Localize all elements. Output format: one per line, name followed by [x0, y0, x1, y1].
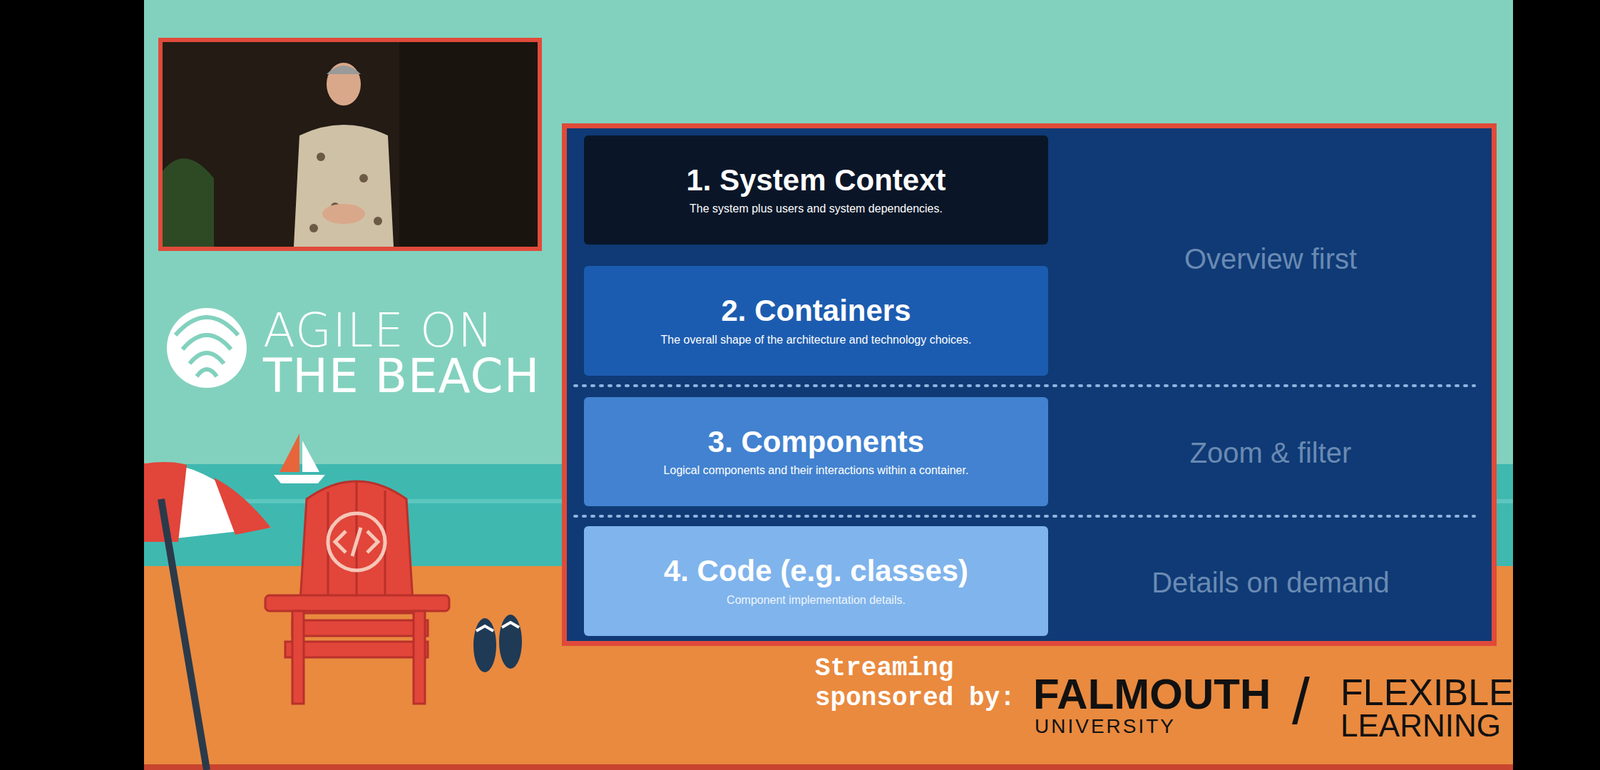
decor-rect	[399, 42, 538, 247]
level-description: The overall shape of the architecture an…	[660, 332, 972, 348]
decor-rect	[566, 128, 1492, 641]
sand	[144, 566, 1514, 770]
decor-circle	[327, 513, 386, 571]
beach-umbrella	[144, 462, 271, 770]
level-box: 4. Code (e.g. classes) Component implemen…	[583, 526, 1049, 637]
decor-path	[326, 65, 361, 75]
level-box: 1. System ContextThe system plus users a…	[583, 135, 1049, 245]
level-caption: Zoom & filter	[1048, 435, 1494, 470]
slide-panel	[561, 123, 1497, 646]
decor-circle	[316, 152, 326, 162]
level-title: 3. Components	[708, 424, 925, 460]
level-description: The system plus users and system depende…	[689, 201, 943, 217]
dotted-divider	[574, 384, 1475, 388]
level-description: Component implementation details.	[726, 593, 906, 609]
level-title: 1. System Context	[685, 163, 946, 198]
decor-circle	[166, 308, 247, 388]
decor-rect	[285, 641, 428, 658]
level-box: 2. ContainersThe overall shape of the ar…	[583, 265, 1049, 376]
decor-circle	[373, 216, 383, 226]
decor-line	[161, 499, 207, 770]
flip-flops	[473, 614, 522, 673]
decor-path	[182, 335, 232, 350]
decor-circle	[359, 173, 368, 183]
video-frame	[158, 37, 542, 251]
decor-path	[196, 369, 217, 377]
sponsor-logo: UNIVERSITY	[1034, 714, 1176, 739]
decor-rect	[413, 611, 425, 704]
level-title: 4. Code (e.g. classes)	[663, 554, 969, 589]
decor-rect	[162, 42, 538, 247]
decor-polygon	[279, 433, 300, 473]
sponsor-text: Streaming	[814, 653, 954, 684]
logo-text: THE BEACH	[263, 347, 540, 405]
logo-icon	[166, 308, 247, 388]
decor-path	[299, 481, 414, 614]
dotted-divider	[574, 514, 1475, 518]
decor-polygon	[302, 440, 320, 473]
decor-rect	[265, 595, 450, 612]
decor-circle	[309, 223, 319, 233]
sponsor-logo: FALMOUTH	[1033, 668, 1271, 721]
level-caption: Details on demand	[1048, 565, 1494, 600]
decor-path	[293, 124, 394, 247]
decor-path	[335, 527, 378, 557]
decor-polygon	[273, 474, 326, 484]
decor-path	[213, 477, 271, 535]
bottom-strip	[144, 764, 1514, 770]
decor-path	[162, 158, 214, 247]
sponsor-divider: /	[1291, 663, 1310, 741]
decor-rect	[292, 620, 428, 637]
beach-chair	[265, 481, 450, 704]
sailboat	[273, 433, 326, 484]
decor-ellipse	[326, 62, 361, 106]
level-title: 2. Containers	[720, 293, 911, 328]
level-box: 3. ComponentsLogical components and thei…	[583, 397, 1049, 507]
decor-rect	[158, 37, 542, 251]
decor-rect	[292, 611, 304, 704]
level-caption: Overview first	[1048, 241, 1494, 276]
decor-rect	[561, 123, 1497, 646]
level-description: Logical components and their interaction…	[663, 463, 969, 479]
decor-path	[189, 352, 224, 364]
decor-ellipse	[322, 203, 366, 224]
sponsor-text: sponsored by:	[814, 683, 1016, 714]
decor-path	[476, 622, 520, 632]
sponsor-logo: LEARNING	[1340, 707, 1501, 746]
decor-path	[175, 317, 239, 336]
